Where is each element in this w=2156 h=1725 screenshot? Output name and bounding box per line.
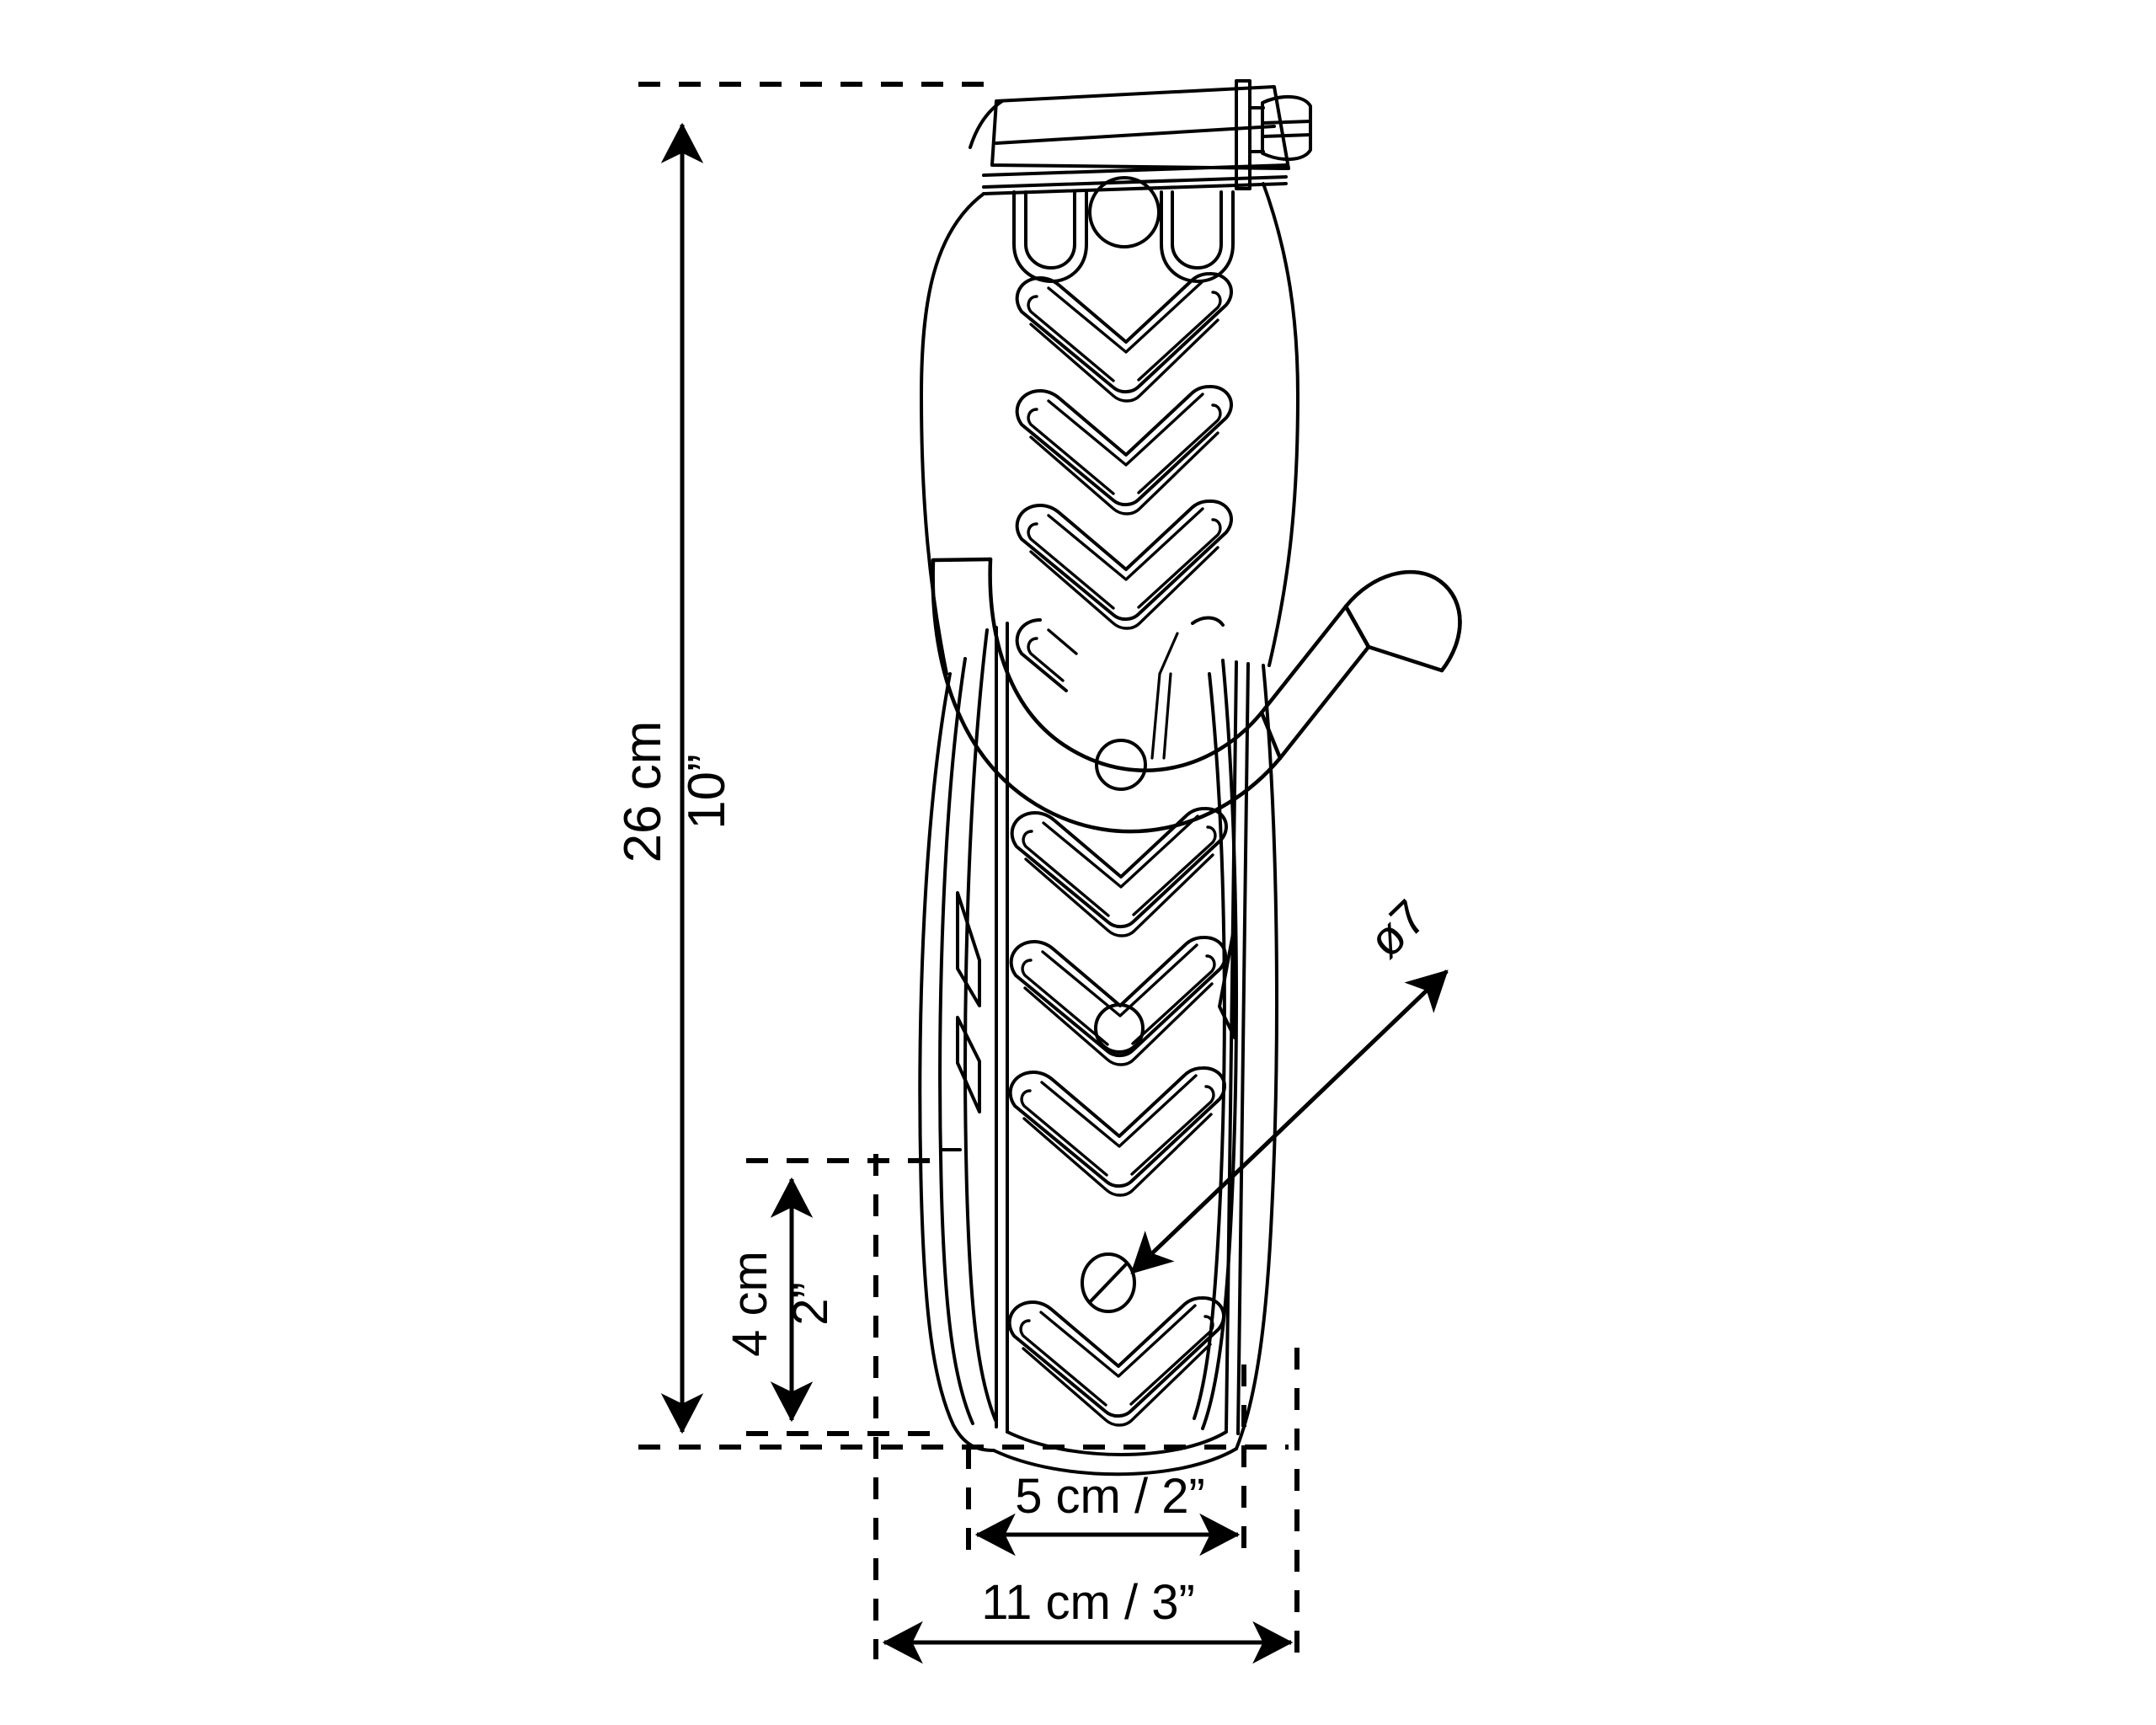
carry-handle bbox=[931, 557, 1462, 834]
dim-overall-width-label: 11 cm / 3” bbox=[981, 1575, 1195, 1630]
chevron-row-8 bbox=[1007, 1295, 1225, 1427]
cap-latch bbox=[1235, 79, 1312, 190]
hole-2 bbox=[1095, 739, 1147, 791]
chevron-row-6 bbox=[1009, 935, 1227, 1066]
bottle-upper-body bbox=[920, 182, 1299, 676]
drawing-root: 26 cm 10” 4 cm 2” 5 cm / 2” 11 cm / 3” bbox=[614, 79, 1462, 1664]
chevron-row-2 bbox=[1015, 384, 1233, 515]
dim-overall-height-imperial: 10” bbox=[678, 754, 736, 830]
extension-lines bbox=[638, 82, 1299, 1659]
chevron-row-7 bbox=[1008, 1065, 1226, 1197]
hole-3 bbox=[1094, 1003, 1145, 1054]
chevron-row-1 bbox=[1015, 271, 1233, 403]
hole-1 bbox=[1088, 176, 1161, 248]
knurled-knob bbox=[1261, 94, 1312, 162]
dim-base-height-metric: 4 cm bbox=[723, 1251, 777, 1357]
dim-body-width-label: 5 cm / 2” bbox=[1015, 1469, 1205, 1524]
chevron-row-5 bbox=[1010, 806, 1228, 937]
dim-overall-width: 11 cm / 3” bbox=[882, 1575, 1294, 1664]
dim-base-height: 4 cm 2” bbox=[723, 1177, 838, 1423]
dim-overall-height-metric: 26 cm bbox=[614, 721, 672, 863]
product-illustration bbox=[918, 79, 1462, 1477]
bottle-lower-body bbox=[918, 622, 1278, 1477]
handle-body-joints bbox=[1150, 632, 1179, 760]
hole-4 bbox=[1081, 1252, 1136, 1313]
chevron-grip-pattern bbox=[1007, 271, 1233, 1427]
dim-overall-height: 26 cm 10” bbox=[614, 122, 736, 1434]
dim-base-height-imperial: 2” bbox=[783, 1282, 838, 1326]
dimension-annotations: 26 cm 10” 4 cm 2” 5 cm / 2” 11 cm / 3” bbox=[614, 82, 1449, 1664]
bottle-cap bbox=[969, 85, 1290, 195]
callout-hole-diameter-label: ø7 bbox=[1358, 889, 1438, 969]
dim-body-width: 5 cm / 2” bbox=[974, 1469, 1241, 1557]
chevron-row-3 bbox=[1015, 499, 1233, 630]
cap-hanger-loops bbox=[1012, 190, 1235, 283]
chevron-row-4 bbox=[1015, 616, 1225, 692]
